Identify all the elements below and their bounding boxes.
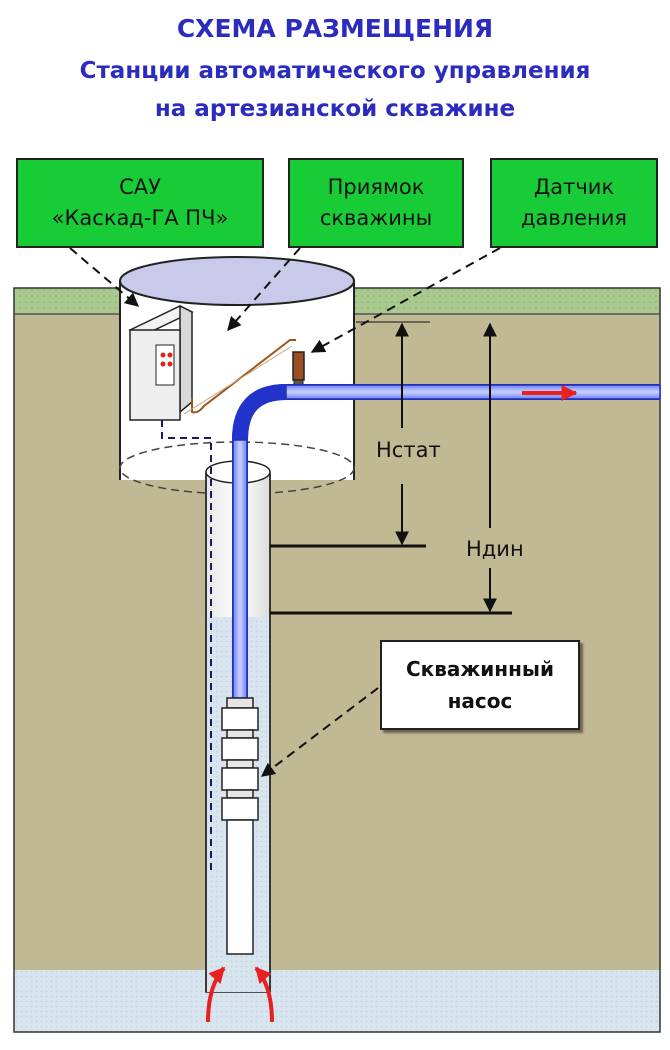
static-level-label: Нстат <box>376 438 441 462</box>
level-lines <box>270 544 512 615</box>
sensor-label-box: Датчик давления <box>490 158 658 248</box>
diagram-subtitle-line2: на артезианской скважине <box>154 96 516 122</box>
diagram-title: СХЕМА РАЗМЕЩЕНИЯ <box>176 14 494 43</box>
sensor-cable <box>191 339 296 414</box>
static-level-dimension <box>356 321 430 546</box>
sensor-label-line2: давления <box>520 206 628 230</box>
sau-label-box: САУ «Каскад-ГА ПЧ» <box>16 158 264 248</box>
sau-label-line2: «Каскад-ГА ПЧ» <box>51 206 229 230</box>
sensor-label-line1: Датчик <box>533 175 615 199</box>
diagram-subtitle-line1: Станции автоматического управления <box>79 58 591 84</box>
submersible-pump <box>221 697 259 955</box>
pressure-sensor <box>292 351 305 389</box>
pump-label-line1: Скважинный <box>405 657 555 681</box>
control-cabinet <box>128 304 194 421</box>
pit-label-line2: скважины <box>319 206 433 230</box>
sau-label-line1: САУ <box>119 175 161 199</box>
pit-label-box: Приямок скважины <box>288 158 464 248</box>
pit-label-line1: Приямок <box>327 175 425 199</box>
leader-arrows <box>69 247 501 777</box>
pump-label-box: Скважинный насос <box>380 640 580 730</box>
pump-cable <box>161 420 212 870</box>
sensor-cable-shadow <box>183 345 293 415</box>
inflow-arrows <box>206 966 274 1023</box>
pump-label-line2: насос <box>447 689 513 713</box>
dynamic-level-label: Ндин <box>466 537 524 561</box>
